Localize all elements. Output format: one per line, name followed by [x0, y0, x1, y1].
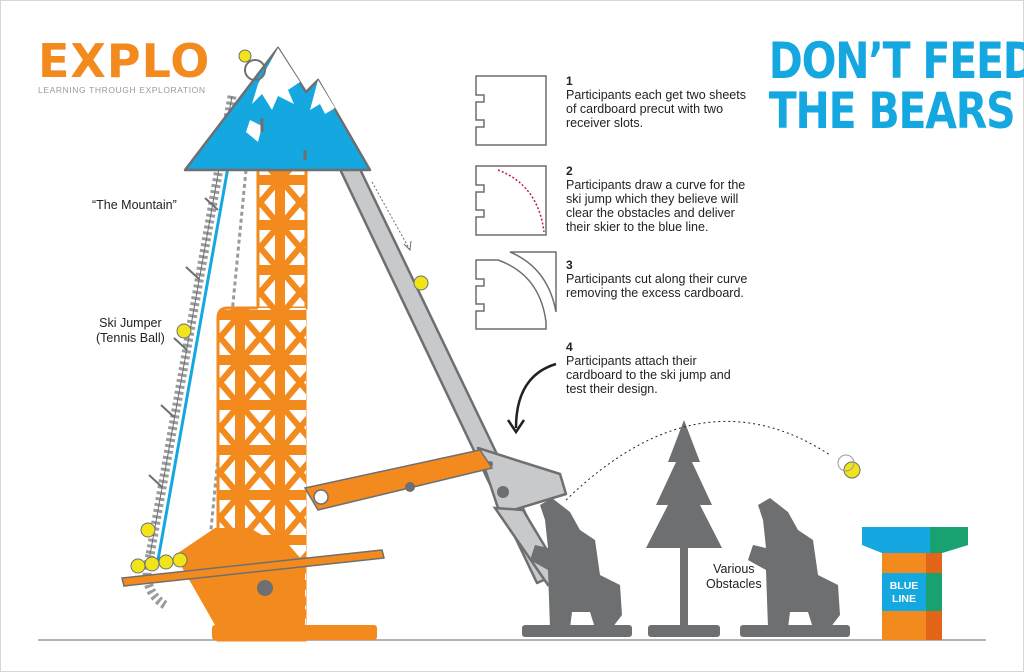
step-2: 2 Participants draw a curve for the ski … — [566, 164, 745, 234]
step-2-number: 2 — [566, 164, 573, 178]
title-line-1: DON’T FEED — [768, 32, 1024, 90]
orange-tower — [175, 168, 494, 642]
blue-line-label-1: BLUE — [890, 580, 919, 592]
ball-launch-rail — [121, 522, 385, 587]
step-4-number: 4 — [566, 340, 573, 354]
blue-line-label-2: LINE — [892, 593, 916, 605]
label-various-obstacles: Various Obstacles — [706, 562, 762, 592]
label-ski-jumper: Ski Jumper (Tennis Ball) — [96, 316, 165, 346]
tree-icon — [646, 420, 722, 637]
step-1-line-2: of cardboard precut with two — [566, 102, 724, 116]
step-4-line-1: Participants attach their — [566, 354, 697, 368]
step-3-line-1: Participants cut along their curve — [566, 272, 748, 286]
label-obstacles-line-2: Obstacles — [706, 577, 762, 591]
label-obstacles-line-1: Various — [713, 562, 755, 576]
poster-title: DON’T FEED THE BEARS — [768, 32, 1024, 140]
trajectory-dotted-line — [565, 420, 831, 501]
step-2-line-2: ski jump which they believe will — [566, 192, 739, 206]
step-1: 1 Participants each get two sheets of ca… — [566, 74, 746, 130]
tennis-ball — [144, 556, 160, 572]
blue-lift-cable — [156, 99, 242, 561]
logo-tagline: LEARNING THROUGH EXPLORATION — [38, 85, 206, 95]
step-2-line-3: clear the obstacles and deliver — [566, 206, 735, 220]
mountain-icon — [183, 46, 372, 172]
tennis-ball — [843, 461, 861, 479]
bear-icon — [740, 498, 850, 637]
explo-logo: EXPLO LEARNING THROUGH EXPLORATION — [38, 38, 210, 95]
step-2-line-1: Participants draw a curve for the — [566, 178, 746, 192]
step-1-number: 1 — [566, 74, 573, 88]
label-ski-jumper-line-2: (Tennis Ball) — [96, 331, 165, 345]
label-ski-jumper-line-1: Ski Jumper — [99, 316, 162, 330]
step-1-line-3: receiver slots. — [566, 116, 644, 130]
step-4-line-3: test their design. — [566, 382, 658, 396]
curved-arrow-icon — [514, 362, 557, 429]
tennis-ball — [158, 554, 174, 570]
bear-icon — [522, 498, 632, 637]
step-4-line-2: cardboard to the ski jump and — [566, 368, 731, 382]
blue-line-target: BLUE LINE — [862, 527, 968, 640]
cardboard-step-1 — [475, 75, 547, 146]
step-4: 4 Participants attach their cardboard to… — [566, 340, 731, 396]
ski-jumper-ball — [176, 323, 192, 339]
step-3: 3 Participants cut along their curve rem… — [566, 258, 747, 300]
tennis-ball — [413, 275, 429, 291]
ball-path-arrow — [371, 181, 411, 251]
tennis-ball — [130, 558, 146, 574]
cardboard-step-3 — [475, 251, 557, 330]
step-3-number: 3 — [566, 258, 573, 272]
title-line-2: THE BEARS — [768, 82, 1016, 140]
label-the-mountain: “The Mountain” — [92, 198, 177, 212]
inner-chain-icon — [206, 169, 248, 561]
cardboard-step-2 — [475, 165, 547, 236]
logo-wordmark: EXPLO — [38, 34, 211, 88]
step-2-line-4: their skier to the blue line. — [566, 220, 709, 234]
step-1-line-1: Participants each get two sheets — [566, 88, 746, 102]
chain-icon — [142, 95, 237, 609]
tennis-ball — [140, 522, 156, 538]
step-3-line-2: removing the excess cardboard. — [566, 286, 744, 300]
tennis-ball — [172, 552, 188, 568]
